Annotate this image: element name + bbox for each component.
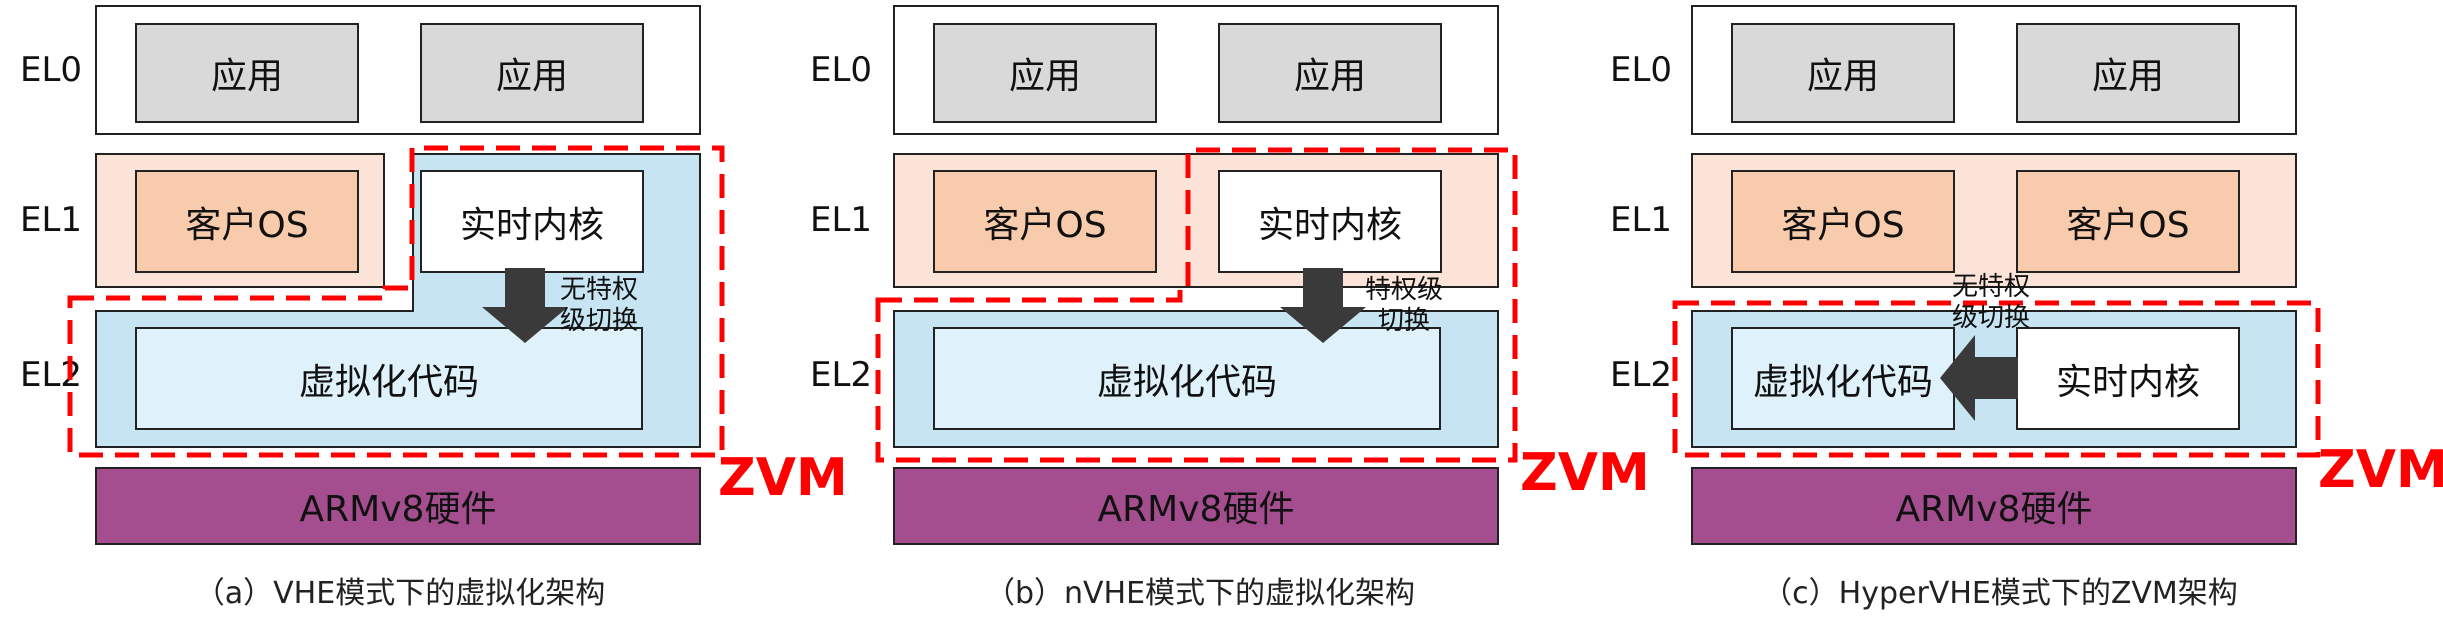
panel-nvhe: EL0 EL1 EL2 应用 应用 客户OS 实时内核 虚拟化代码 ARMv8硬… xyxy=(800,0,1650,621)
hardware-box: ARMv8硬件 xyxy=(893,467,1499,545)
arrow-note: 无特权 级切换 xyxy=(560,275,638,337)
virt-code-box: 虚拟化代码 xyxy=(933,327,1441,430)
panel-hypervhe: EL0 EL1 EL2 应用 应用 客户OS 客户OS 虚拟化代码 实时内核 A… xyxy=(1600,0,2443,621)
panel-a-overlay xyxy=(67,145,725,458)
arrow-note-line1: 无特权 xyxy=(1952,272,2031,302)
app-box-2: 应用 xyxy=(1218,23,1442,123)
rt-kernel-box: 实时内核 xyxy=(420,170,644,273)
el2-label: EL2 xyxy=(1610,355,1673,395)
zvm-dashed-outline xyxy=(1672,300,2321,458)
el1-label: EL1 xyxy=(810,200,873,240)
arrow-note-line2: 切换 xyxy=(1378,306,1431,336)
down-arrow xyxy=(482,268,568,343)
panel-c-overlay xyxy=(1672,300,2321,458)
panel-b-overlay xyxy=(875,147,1518,463)
caption: （c）HyperVHE模式下的ZVM架构 xyxy=(1762,576,2238,611)
zvm-label: ZVM xyxy=(718,448,848,508)
caption: （b）nVHE模式下的虚拟化架构 xyxy=(984,576,1416,611)
app-box-2: 应用 xyxy=(420,23,644,123)
app-box-2: 应用 xyxy=(2016,23,2240,123)
caption: （a）VHE模式下的虚拟化架构 xyxy=(194,576,606,611)
virt-code-box: 虚拟化代码 xyxy=(1731,327,1955,430)
el1-label: EL1 xyxy=(1610,200,1673,240)
zvm-label: ZVM xyxy=(2318,440,2443,500)
rt-kernel-box: 实时内核 xyxy=(2016,327,2240,430)
left-arrow xyxy=(1940,335,2018,421)
hardware-box: ARMv8硬件 xyxy=(1691,467,2297,545)
rt-kernel-box: 实时内核 xyxy=(1218,170,1442,273)
arrow-note-line1: 无特权 xyxy=(560,275,639,305)
zvm-label: ZVM xyxy=(1520,443,1650,503)
el0-label: EL0 xyxy=(810,50,873,90)
el2-label: EL2 xyxy=(810,355,873,395)
arrow-note-line1: 特权级 xyxy=(1365,275,1444,305)
app-box-1: 应用 xyxy=(1731,23,1955,123)
app-box-1: 应用 xyxy=(135,23,359,123)
guest-os-box: 客户OS xyxy=(135,170,359,273)
arrow-note-line2: 级切换 xyxy=(1952,303,2031,333)
guest-os-box-1: 客户OS xyxy=(1731,170,1955,273)
zvm-dashed-outline xyxy=(67,145,725,458)
arrow-note-line2: 级切换 xyxy=(560,306,639,336)
el0-label: EL0 xyxy=(1610,50,1673,90)
el1-label: EL1 xyxy=(20,200,83,240)
hardware-box: ARMv8硬件 xyxy=(95,467,701,545)
arrow-note: 无特权 级切换 xyxy=(1952,272,2030,334)
el0-label: EL0 xyxy=(20,50,83,90)
panel-vhe: EL0 EL1 EL2 应用 应用 客户OS 实时内核 虚拟化代码 ARMv8硬… xyxy=(0,0,848,621)
guest-os-box-2: 客户OS xyxy=(2016,170,2240,273)
zvm-dashed-outline xyxy=(875,147,1518,463)
arrow-note: 特权级 切换 xyxy=(1365,275,1443,337)
app-box-1: 应用 xyxy=(933,23,1157,123)
down-arrow xyxy=(1280,268,1366,343)
virt-code-box: 虚拟化代码 xyxy=(135,327,643,430)
guest-os-box: 客户OS xyxy=(933,170,1157,273)
